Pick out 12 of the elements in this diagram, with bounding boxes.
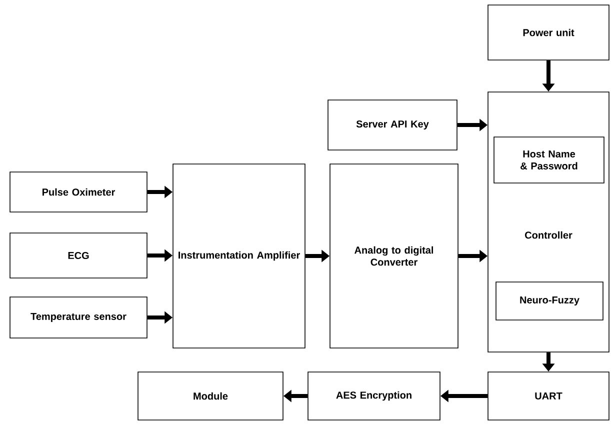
block-box: AES Encryption (308, 372, 440, 420)
block-box: Module (138, 372, 284, 420)
block-box: Instrumentation Amplifier (172, 164, 306, 348)
block-box: Neuro-Fuzzy (496, 282, 604, 320)
block-box: Pulse Oximeter (10, 172, 148, 212)
block-box: Power unit (488, 4, 610, 60)
block-box: Server API Key (328, 100, 458, 150)
block-box: ECG (10, 232, 148, 278)
block-box: Analog to digital Converter (330, 164, 458, 348)
block-box: Host Name & Password (494, 136, 604, 184)
block-box: UART (488, 372, 610, 420)
block-box: Temperature sensor (10, 296, 148, 338)
